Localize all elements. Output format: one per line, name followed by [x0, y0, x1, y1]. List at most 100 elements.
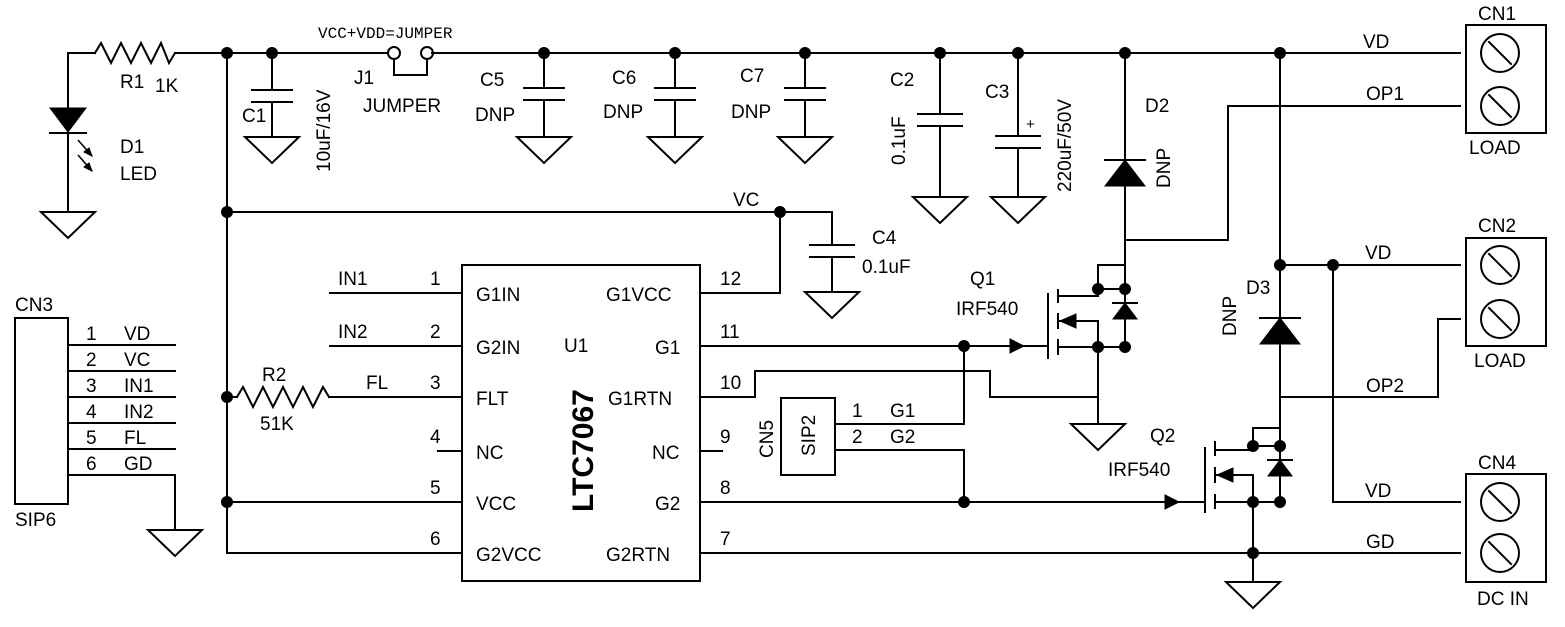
- c2-value: 0.1uF: [889, 116, 910, 165]
- c7-value: DNP: [731, 102, 771, 123]
- svg-text:11: 11: [720, 322, 740, 343]
- svg-text:12: 12: [720, 269, 741, 290]
- c4-value: 0.1uF: [862, 257, 911, 278]
- q2-ref: Q2: [1150, 426, 1175, 447]
- u1-pin-7: 7 G2RTN: [606, 529, 1461, 566]
- cn4-gd-label: GD: [1366, 532, 1395, 553]
- left-vcc-bus: [221, 47, 233, 554]
- ic-u1-ltc7067: U1 LTC7067 1 G1IN IN1 2 G2IN IN2 3 FLT F…: [226, 264, 1461, 582]
- cn2-vd-label: VD: [1365, 243, 1391, 264]
- svg-text:9: 9: [720, 427, 731, 448]
- c7-ref: C7: [740, 66, 764, 87]
- cn2-name: LOAD: [1474, 351, 1526, 372]
- svg-text:G2RTN: G2RTN: [606, 545, 670, 566]
- u1-pin-4: 4 NC: [430, 427, 503, 464]
- g1-net-label: G1: [890, 401, 915, 422]
- j1-value: JUMPER: [363, 96, 441, 117]
- q1-ref: Q1: [970, 269, 995, 290]
- u1-pin-10: 10 G1RTN: [608, 370, 1126, 451]
- svg-text:G2VCC: G2VCC: [476, 545, 541, 566]
- svg-text:10: 10: [720, 373, 741, 394]
- svg-text:3: 3: [430, 373, 441, 394]
- sip6-label: SIP6: [15, 510, 56, 531]
- cn3-pin2-name: VC: [124, 350, 150, 371]
- svg-text:G2IN: G2IN: [476, 338, 520, 359]
- d1-value: LED: [120, 164, 157, 185]
- jumper-j1: VCC+VDD=JUMPER J1 JUMPER: [318, 25, 453, 117]
- capacitor-c3: C3 + 220uF/50V: [985, 47, 1076, 224]
- svg-text:FLT: FLT: [476, 389, 509, 410]
- cn3-pin1-name: VD: [124, 324, 150, 345]
- d2-ref: D2: [1145, 96, 1169, 117]
- cn5-pin2: 2: [852, 427, 863, 448]
- cn3-pin3-name: IN1: [124, 376, 154, 397]
- svg-text:G1VCC: G1VCC: [606, 285, 671, 306]
- svg-text:1: 1: [430, 269, 441, 290]
- u1-ref: U1: [564, 336, 588, 357]
- capacitor-c5: C5 DNP: [475, 47, 572, 164]
- u1-pin-3: 3 FLT FL R2 51K: [226, 365, 509, 435]
- cn1-ref: CN1: [1478, 4, 1516, 25]
- c6-value: DNP: [603, 102, 643, 123]
- u1-pin-11: 11 G1: [655, 322, 1026, 359]
- capacitor-c7: C7 DNP: [731, 47, 833, 164]
- d2-value: DNP: [1154, 148, 1175, 188]
- cn3-pin4-num: 4: [86, 402, 97, 423]
- mosfet-q2: Q2 IRF540: [1108, 426, 1293, 609]
- r1-ref: R1: [120, 72, 144, 93]
- cn1-name: LOAD: [1469, 138, 1521, 159]
- u1-pin-9: 9 NC: [652, 427, 731, 464]
- j1-ref: J1: [354, 68, 374, 89]
- c2-ref: C2: [890, 70, 914, 91]
- ground-symbol: [40, 199, 96, 239]
- u1-part-number: LTC7067: [567, 389, 600, 512]
- cn5-ref: CN5: [757, 420, 778, 458]
- u1-pin-2: 2 G2IN IN2: [329, 322, 520, 359]
- u1-pin-1: 1 G1IN IN1: [329, 269, 520, 306]
- jumper-note: VCC+VDD=JUMPER: [318, 25, 453, 43]
- cn5-pin1: 1: [852, 401, 863, 422]
- r2-value: 51K: [260, 414, 294, 435]
- cn2-op2-label: OP2: [1366, 376, 1404, 397]
- c6-ref: C6: [612, 68, 636, 89]
- mosfet-q1: Q1 IRF540: [956, 264, 1138, 398]
- in1-net-label: IN1: [338, 269, 368, 290]
- q1-value: IRF540: [956, 299, 1018, 320]
- connector-cn4: CN4 DC IN VD GD: [1365, 453, 1547, 610]
- cn3-pin2-num: 2: [86, 350, 97, 371]
- r2-ref: R2: [262, 365, 286, 386]
- c4-ref: C4: [872, 228, 897, 249]
- svg-text:5: 5: [430, 478, 441, 499]
- d3-value: DNP: [1220, 296, 1241, 336]
- d1-ref: D1: [120, 137, 144, 158]
- cn3-ref: CN3: [15, 295, 53, 316]
- svg-text:4: 4: [430, 427, 441, 448]
- sip2-label: SIP2: [799, 415, 820, 456]
- in2-net-label: IN2: [338, 322, 368, 343]
- u1-pin-6: 6 G2VCC: [226, 529, 541, 566]
- capacitor-c2: C2 0.1uF: [889, 47, 968, 224]
- op-nets: [1124, 105, 1461, 398]
- connector-cn1: CN1 LOAD VD OP1: [1363, 4, 1547, 159]
- resistor-r1: R1 1K: [93, 40, 179, 97]
- c3-value: 220uF/50V: [1055, 99, 1076, 192]
- q2-value: IRF540: [1108, 460, 1170, 481]
- cn4-ref: CN4: [1478, 453, 1516, 474]
- r1-value: 1K: [155, 76, 179, 97]
- svg-text:G1RTN: G1RTN: [608, 389, 672, 410]
- vd-vertical-bus: [1274, 47, 1461, 503]
- c3-polarity: +: [1026, 116, 1035, 133]
- u1-pin-12: 12 G1VCC: [606, 269, 741, 306]
- connector-cn3: CN3 SIP6 1 VD 2 VC 3 IN1 4 IN2 5 FL 6 GD: [14, 295, 203, 557]
- c5-ref: C5: [480, 70, 504, 91]
- c5-value: DNP: [475, 105, 515, 126]
- svg-text:2: 2: [430, 322, 441, 343]
- svg-text:8: 8: [720, 478, 731, 499]
- cn4-name: DC IN: [1477, 589, 1529, 610]
- cn3-pin5-num: 5: [86, 428, 97, 449]
- connector-cn5: SIP2 CN5 1 2 G1 G2: [757, 340, 970, 508]
- svg-text:NC: NC: [476, 443, 503, 464]
- c1-ref: C1: [242, 106, 266, 127]
- diode-d2: D2 DNP: [1103, 47, 1175, 286]
- vc-net-label: VC: [733, 190, 759, 211]
